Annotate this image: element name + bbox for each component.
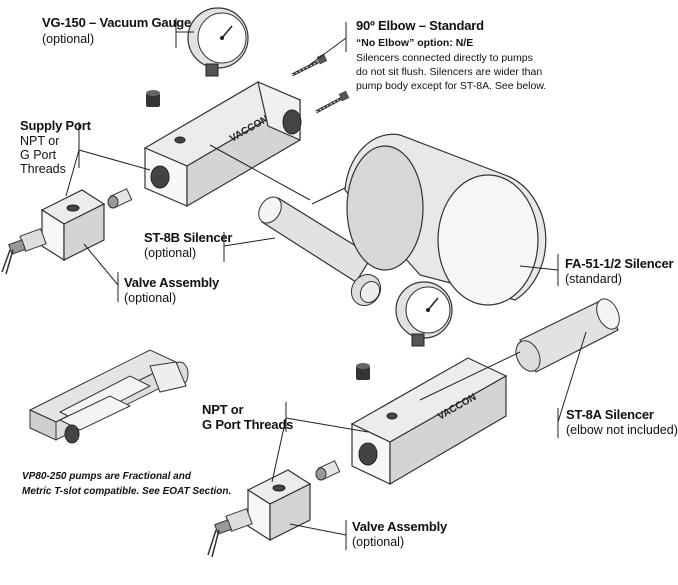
screw-top-1 [291, 53, 328, 77]
vp80-note-line-2: Metric T-slot compatible. See EOAT Secti… [22, 486, 232, 497]
valve-assembly-bottom-title: Valve Assembly [352, 519, 448, 534]
vg150-subtitle: (optional) [42, 32, 95, 46]
vp80-note-line-1: VP80-250 pumps are Fractional and [22, 471, 191, 482]
npt-threads-text: NPT or [202, 402, 244, 417]
valve-assembly-top [1, 189, 106, 275]
plug-bottom [356, 363, 370, 380]
st8b-title: ST-8B Silencer [144, 230, 233, 245]
valve-assembly-top-title: Valve Assembly [124, 275, 220, 290]
st8b-silencer [258, 196, 382, 306]
elbow-title: 90º Elbow – Standard [356, 18, 484, 33]
vacuum-gauge-bottom [395, 281, 453, 347]
st8a-subtitle: (elbow not included) [566, 423, 678, 437]
supply-port-line-3: Threads [20, 162, 66, 176]
st8a-title: ST-8A Silencer [566, 407, 654, 422]
supply-port-line-1: NPT or [20, 134, 60, 148]
vacuum-gauge-top [187, 7, 249, 77]
supply-port-line-2: G Port [20, 148, 57, 162]
valve-assembly-bottom [207, 469, 312, 558]
supply-port-title: Supply Port [20, 118, 91, 133]
elbow-note-2: do not sit flush. Silencers are wider th… [356, 66, 543, 78]
leader-lines [65, 18, 587, 550]
npt-threads-title-1: NPT or [202, 402, 244, 418]
elbow-fitting [257, 80, 302, 141]
fa51-subtitle: (standard) [565, 272, 622, 286]
screw-top-2 [315, 90, 350, 114]
fa51-silencer [344, 133, 547, 306]
elbow-option: “No Elbow” option: N/E [356, 37, 474, 49]
valve-assembly-bottom-subtitle: (optional) [352, 535, 405, 549]
npt-threads-title-2: G Port Threads [202, 417, 294, 432]
fitting-screw [107, 188, 133, 209]
st8b-subtitle: (optional) [144, 246, 197, 260]
fitting-screw-bottom [315, 460, 341, 481]
tslot-pump-illustration [28, 349, 189, 444]
st8a-silencer [515, 298, 620, 373]
fa51-title: FA-51-1/2 Silencer [565, 256, 674, 271]
plug-top [146, 90, 160, 107]
valve-assembly-top-subtitle: (optional) [124, 291, 177, 305]
elbow-note-1: Silencers connected directly to pumps [356, 52, 533, 64]
vg150-title: VG-150 – Vacuum Gauge [42, 15, 191, 30]
elbow-note-3: pump body except for ST-8A. See below. [356, 80, 547, 92]
pump-body-bottom: VACCON [350, 357, 508, 486]
